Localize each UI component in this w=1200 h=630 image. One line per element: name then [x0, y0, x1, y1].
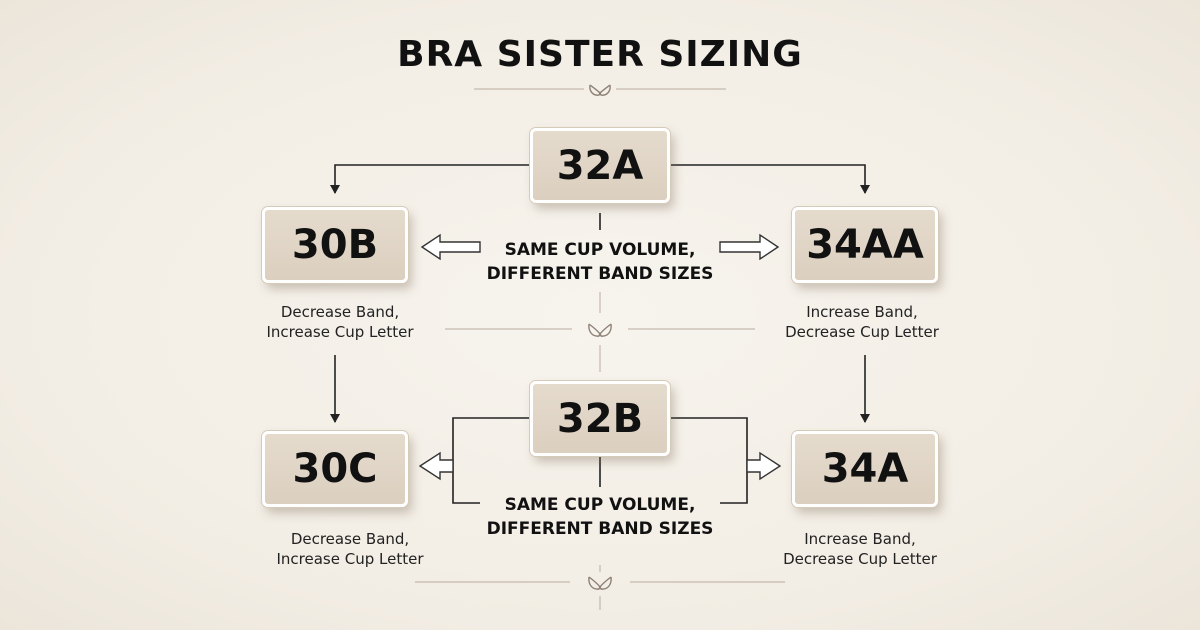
size-box-34aa: 34AA [792, 207, 938, 283]
bra-icon [589, 84, 611, 96]
size-box-32b: 32B [530, 381, 670, 456]
page-title: BRA SISTER SIZING [397, 34, 803, 75]
middle-divider [445, 292, 755, 372]
size-label: 34AA [806, 222, 924, 268]
note-30b: Decrease Band, Increase Cup Letter [230, 302, 450, 342]
arrow-left-icon [420, 233, 481, 261]
bra-icon [588, 323, 612, 337]
size-box-34a: 34A [792, 431, 938, 507]
note-30c: Decrease Band, Increase Cup Letter [240, 529, 460, 569]
note-line: Increase Band, [806, 303, 918, 321]
connector-32b-to-34a [670, 417, 782, 504]
note-line: Increase Band, [804, 530, 916, 548]
note-line: Decrease Band, [290, 530, 410, 548]
same-volume-label-bottom: SAME CUP VOLUME, DIFFERENT BAND SIZES [460, 493, 740, 541]
same-volume-line: SAME CUP VOLUME, [504, 495, 696, 515]
connector-32b-to-30c [418, 417, 530, 504]
size-label: 30B [291, 222, 379, 268]
size-label: 34A [821, 446, 909, 492]
note-34a: Increase Band, Decrease Cup Letter [750, 529, 970, 569]
note-34aa: Increase Band, Decrease Cup Letter [752, 302, 972, 342]
same-volume-line: SAME CUP VOLUME, [504, 240, 696, 260]
same-volume-line: DIFFERENT BAND SIZES [486, 519, 714, 539]
note-line: Decrease Cup Letter [785, 323, 939, 341]
same-volume-line: DIFFERENT BAND SIZES [486, 264, 714, 284]
connector-32a-to-34aa [670, 164, 870, 194]
size-box-32a: 32A [530, 128, 670, 203]
note-line: Decrease Band, [280, 303, 400, 321]
size-box-30b: 30B [262, 207, 408, 283]
size-label: 32A [556, 142, 644, 189]
bottom-divider [415, 565, 785, 610]
note-line: Decrease Cup Letter [783, 550, 937, 568]
size-label: 30C [292, 446, 378, 492]
note-line: Increase Cup Letter [276, 550, 424, 568]
connector-32a-to-30b [330, 164, 530, 194]
size-label: 32B [556, 395, 644, 442]
note-line: Increase Cup Letter [266, 323, 414, 341]
arrow-right-icon [719, 233, 780, 261]
bra-icon [588, 576, 612, 590]
same-volume-label-top: SAME CUP VOLUME, DIFFERENT BAND SIZES [460, 238, 740, 286]
size-box-30c: 30C [262, 431, 408, 507]
